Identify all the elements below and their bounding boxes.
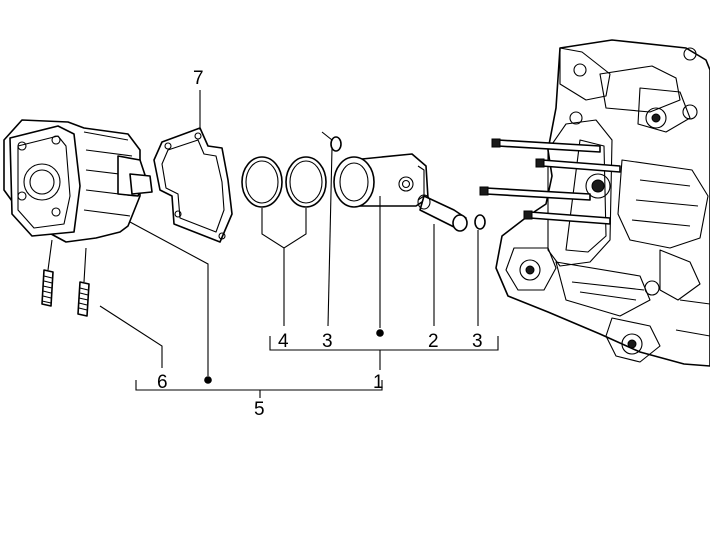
label-3-left: 3 [322, 331, 333, 352]
circlip-left [321, 131, 342, 152]
piston-rings [241, 156, 327, 208]
cylinder-head [3, 119, 153, 243]
label-3-right: 3 [472, 331, 483, 352]
label-4: 4 [278, 331, 289, 352]
piston [333, 153, 429, 208]
leader-lines [99, 90, 499, 398]
crankcase [495, 39, 710, 367]
label-7: 7 [193, 68, 204, 89]
gasket [153, 127, 233, 243]
piston-pin [417, 194, 468, 232]
stud-bolts [41, 239, 90, 317]
assembly-dot-5 [204, 376, 212, 384]
circlip-right [474, 214, 486, 230]
label-6: 6 [157, 372, 168, 393]
label-1: 1 [373, 372, 384, 393]
label-2: 2 [428, 331, 439, 352]
label-5: 5 [254, 399, 265, 420]
crankcase-studs [479, 138, 621, 225]
assembly-dot-1 [376, 329, 384, 337]
